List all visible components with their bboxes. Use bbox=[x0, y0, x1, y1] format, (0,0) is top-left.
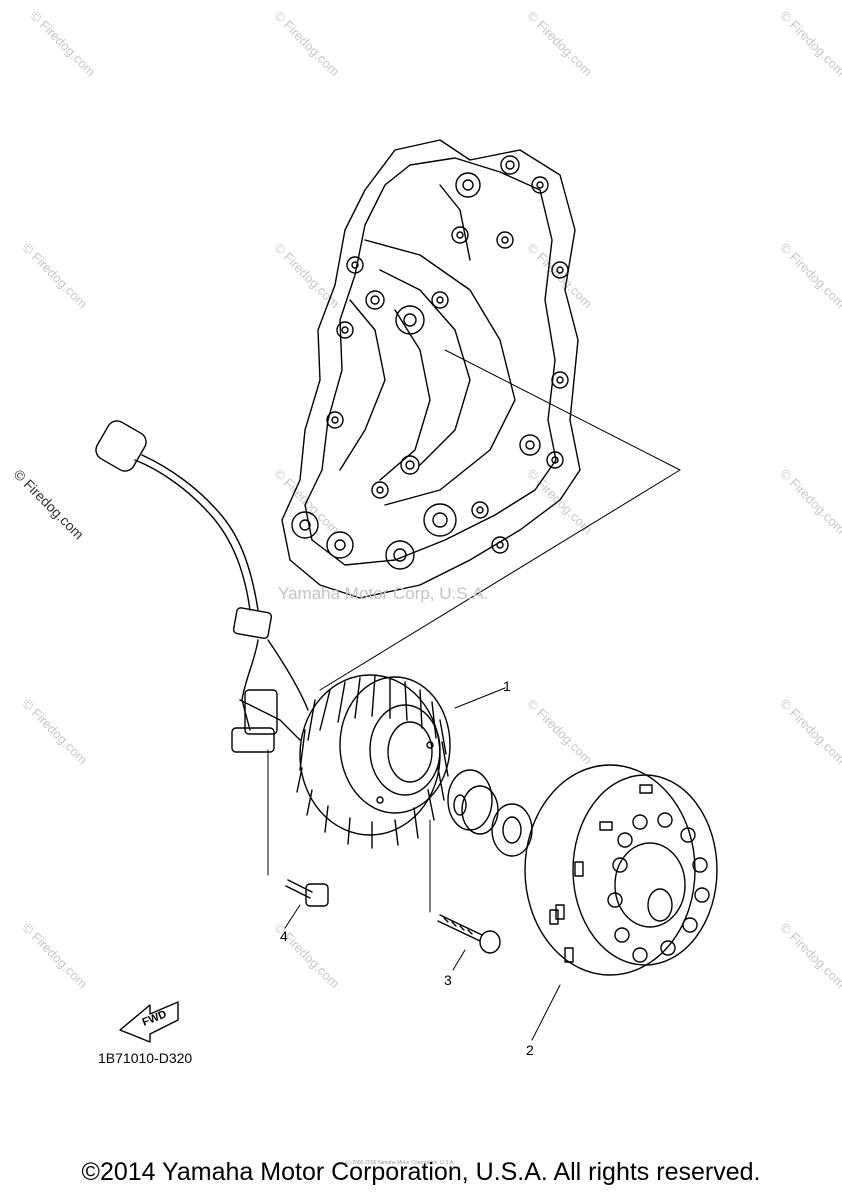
center-watermark: Yamaha Motor Corp, U.S.A. bbox=[278, 584, 489, 603]
diagram-part-code: 1B71010-D320 bbox=[98, 1050, 193, 1066]
leader-line-3 bbox=[452, 949, 466, 971]
leader-line-2 bbox=[531, 984, 561, 1041]
bushing bbox=[447, 769, 499, 835]
callout-3: 3 bbox=[444, 972, 452, 988]
screw-4 bbox=[285, 879, 329, 907]
callout-4: 4 bbox=[280, 928, 288, 944]
wire-harness bbox=[95, 420, 309, 753]
copyright-notice: ©2014 Yamaha Motor Corporation, U.S.A. A… bbox=[81, 1158, 761, 1186]
fwd-label: FWD bbox=[141, 1008, 169, 1029]
stator bbox=[296, 674, 451, 849]
washer bbox=[491, 803, 533, 857]
rotor bbox=[524, 764, 718, 976]
bolt-3 bbox=[437, 914, 501, 954]
callout-2: 2 bbox=[526, 1042, 534, 1058]
callout-1: 1 bbox=[503, 678, 511, 694]
assembly-leader-line bbox=[319, 349, 681, 691]
fine-print: (c) 2000-2015 Yamaha Motor Corporation, … bbox=[345, 1160, 455, 1166]
leader-line-1 bbox=[454, 687, 506, 709]
leader-line-4 bbox=[284, 904, 301, 929]
fwd-arrow-icon: FWD bbox=[119, 1001, 179, 1043]
crankcase-cover bbox=[281, 139, 581, 599]
